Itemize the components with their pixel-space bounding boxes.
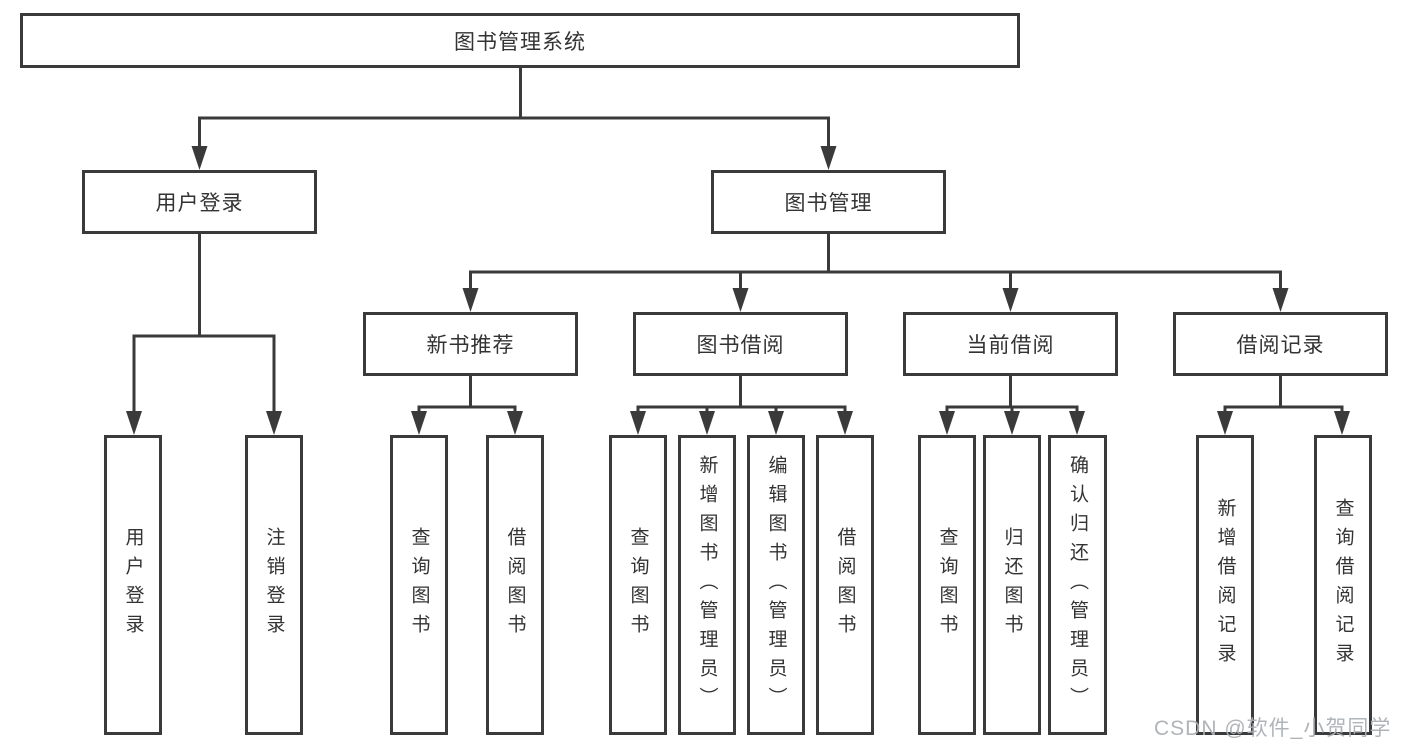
leaf-borrow-edit-books-admin: 编辑图书（管理员） (747, 435, 805, 735)
leaf-borrow-add-books-admin: 新增图书（管理员） (678, 435, 736, 735)
leaf-recommend-borrow-books: 借阅图书 (486, 435, 544, 735)
leaf-recommend-borrow-books-label: 借阅图书 (504, 527, 526, 643)
node-current-borrow-label: 当前借阅 (966, 334, 1055, 357)
leaf-borrow-add-books-admin-label: 新增图书（管理员） (696, 454, 718, 716)
leaf-borrow-query-books-label: 查询图书 (627, 527, 649, 643)
csdn-watermark: CSDN @软件_小贺同学 (1154, 717, 1392, 740)
leaf-borrow-query-books: 查询图书 (609, 435, 667, 735)
node-borrow-records: 借阅记录 (1173, 312, 1388, 376)
leaf-records-add-record: 新增借阅记录 (1196, 435, 1254, 735)
node-user-login-label: 用户登录 (155, 192, 244, 215)
leaf-recommend-query-books-label: 查询图书 (408, 527, 430, 643)
leaf-logout: 注销登录 (245, 435, 303, 735)
leaf-recommend-query-books: 查询图书 (390, 435, 448, 735)
node-book-borrow: 图书借阅 (633, 312, 848, 376)
node-new-book-recommend-label: 新书推荐 (426, 334, 515, 357)
node-root-label: 图书管理系统 (454, 30, 586, 54)
leaf-current-return-books: 归还图书 (983, 435, 1041, 735)
leaf-borrow-edit-books-admin-label: 编辑图书（管理员） (765, 454, 787, 716)
node-book-borrow-label: 图书借阅 (696, 334, 785, 357)
leaf-records-query-record: 查询借阅记录 (1314, 435, 1372, 735)
leaf-borrow-borrow-books: 借阅图书 (816, 435, 874, 735)
leaf-logout-label: 注销登录 (263, 527, 285, 643)
leaf-user-login-label: 用户登录 (122, 527, 144, 643)
leaf-current-confirm-return-admin: 确认归还（管理员） (1048, 435, 1107, 735)
node-root: 图书管理系统 (20, 13, 1020, 68)
leaf-records-query-record-label: 查询借阅记录 (1332, 498, 1354, 672)
node-book-management-label: 图书管理 (784, 192, 873, 215)
leaf-borrow-borrow-books-label: 借阅图书 (834, 527, 856, 643)
node-borrow-records-label: 借阅记录 (1236, 334, 1325, 357)
node-current-borrow: 当前借阅 (903, 312, 1118, 376)
node-user-login: 用户登录 (82, 170, 317, 234)
leaf-records-add-record-label: 新增借阅记录 (1214, 498, 1236, 672)
node-new-book-recommend: 新书推荐 (363, 312, 578, 376)
leaf-current-query-books-label: 查询图书 (936, 527, 958, 643)
leaf-current-return-books-label: 归还图书 (1001, 527, 1023, 643)
node-book-management: 图书管理 (711, 170, 946, 234)
leaf-current-confirm-return-admin-label: 确认归还（管理员） (1067, 454, 1088, 716)
leaf-user-login: 用户登录 (104, 435, 162, 735)
leaf-current-query-books: 查询图书 (918, 435, 976, 735)
